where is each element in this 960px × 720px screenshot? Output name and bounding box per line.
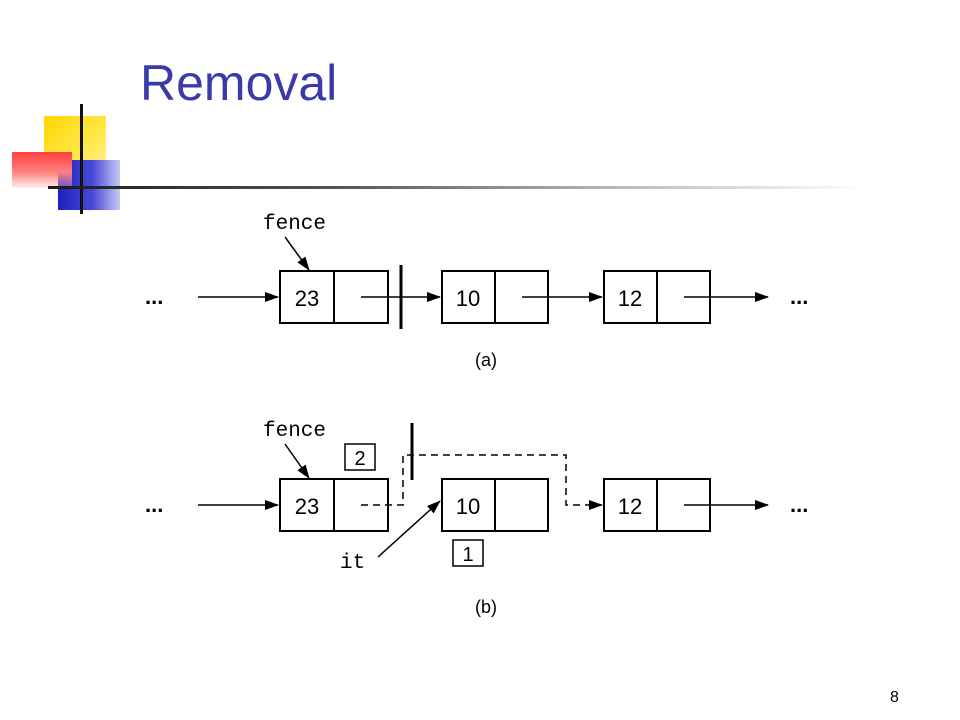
left-ellipsis-b: ... <box>145 492 163 517</box>
page-number: 8 <box>890 689 899 706</box>
step-2-box <box>344 443 376 471</box>
left-ellipsis-a: ... <box>145 284 163 309</box>
right-ellipsis-a: ... <box>790 284 808 309</box>
caption-b: (b) <box>475 597 497 617</box>
step-1-box <box>452 539 484 567</box>
deco-vertical-line <box>80 104 83 214</box>
node-value: 10 <box>456 494 480 519</box>
node-value: 12 <box>618 494 642 519</box>
fence-label-a: fence <box>263 213 326 236</box>
fence-arrow-a <box>284 236 310 271</box>
node-value: 23 <box>295 286 319 311</box>
diagram-part-b: fence 2 ... 23 10 1 it 12 ... (b) <box>145 420 808 617</box>
diagram-part-a: fence ... 23 10 12 ... (a) <box>145 213 808 370</box>
right-ellipsis-b: ... <box>790 492 808 517</box>
caption-a: (a) <box>475 350 497 370</box>
node-value: 23 <box>295 494 319 519</box>
node-value: 12 <box>618 286 642 311</box>
fence-label-b: fence <box>263 420 326 443</box>
node-value: 10 <box>456 286 480 311</box>
fence-arrow-b <box>284 443 310 479</box>
rerouted-link-dashed <box>361 454 600 506</box>
step-2-label: 2 <box>354 448 365 470</box>
step-1-label: 1 <box>462 544 473 566</box>
deco-red-square <box>12 152 72 188</box>
slide-title: Removal <box>140 55 338 111</box>
title-rule <box>48 186 868 189</box>
it-arrow <box>377 500 441 558</box>
it-label: it <box>340 552 365 575</box>
